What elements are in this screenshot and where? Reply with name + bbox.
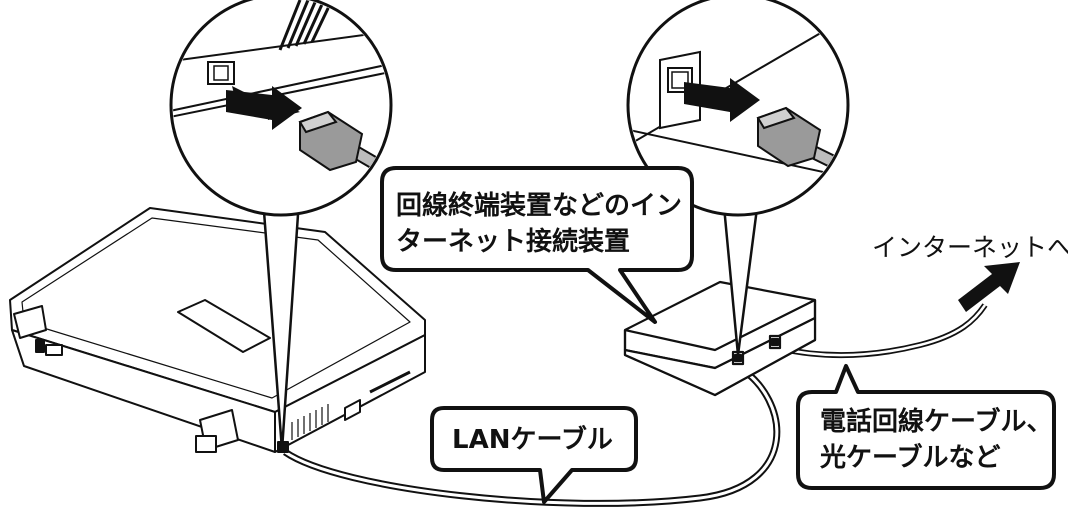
device-callout-text: 回線終端装置などのイン ターネット接続装置 xyxy=(396,188,682,260)
device-callout-line2: ターネット接続装置 xyxy=(396,227,631,257)
network-device xyxy=(623,280,817,397)
laptop xyxy=(9,207,426,453)
phone-callout-bubble xyxy=(796,364,1056,490)
internet-arrow xyxy=(958,262,1020,312)
lan-callout-bubble xyxy=(430,406,638,504)
phone-callout-text: 電話回線ケーブル、 光ケーブルなど xyxy=(820,404,1052,476)
phone-callout-line2: 光ケーブルなど xyxy=(820,443,1001,473)
phone-callout-line1: 電話回線ケーブル、 xyxy=(820,407,1053,437)
device-callout-line1: 回線終端装置などのイン xyxy=(396,191,683,221)
device-callout-bubble xyxy=(380,166,694,324)
internet-label: インターネットへ xyxy=(872,233,1068,262)
lan-callout-text: LANケーブル xyxy=(452,425,613,455)
device-port-zoom xyxy=(626,0,850,357)
